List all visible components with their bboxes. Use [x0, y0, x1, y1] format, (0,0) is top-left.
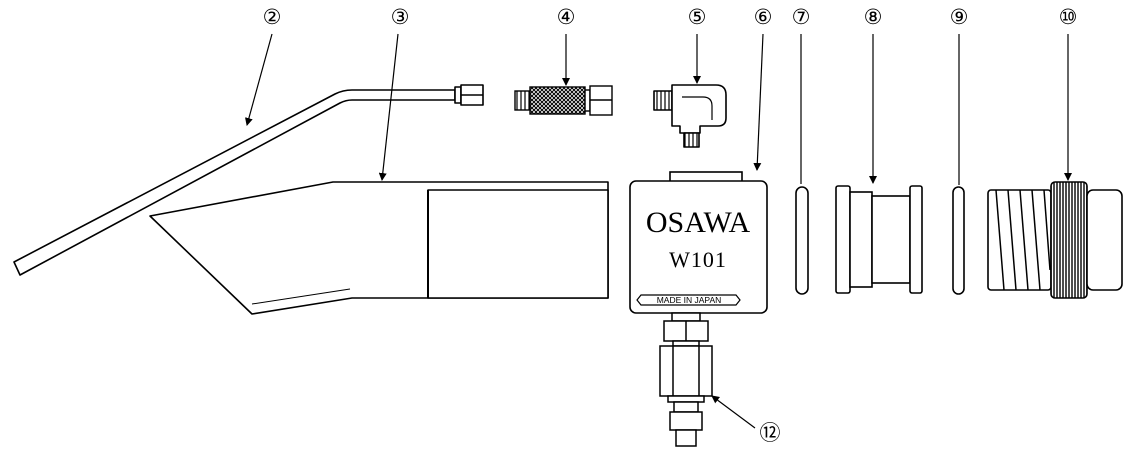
part-body: [629, 171, 768, 314]
part-oring-large: [952, 186, 965, 295]
part-tube: [13, 84, 484, 276]
brand-label: OSAWA: [646, 206, 751, 239]
callout-4: ④: [557, 5, 576, 29]
callout-7: ⑦: [792, 5, 811, 29]
part-nozzle: [149, 181, 609, 315]
callout-leaders: [244, 33, 1072, 429]
callout-12: ⑫: [760, 421, 781, 445]
part-coupler: [659, 312, 713, 447]
part-cap: [987, 181, 1123, 299]
callout-10: ⑩: [1059, 5, 1078, 29]
callout-5: ⑤: [688, 5, 707, 29]
part-elbow: [653, 84, 727, 148]
model-label: W101: [669, 247, 727, 272]
part-oring-small: [795, 186, 809, 295]
callout-9: ⑨: [950, 5, 969, 29]
callout-6: ⑥: [754, 5, 773, 29]
callout-8: ⑧: [864, 5, 883, 29]
part-bushing: [835, 185, 923, 294]
callout-2: ②: [263, 5, 282, 29]
part-adapter: [514, 85, 613, 116]
origin-label: MADE IN JAPAN: [657, 295, 722, 305]
callout-3: ③: [391, 5, 410, 29]
